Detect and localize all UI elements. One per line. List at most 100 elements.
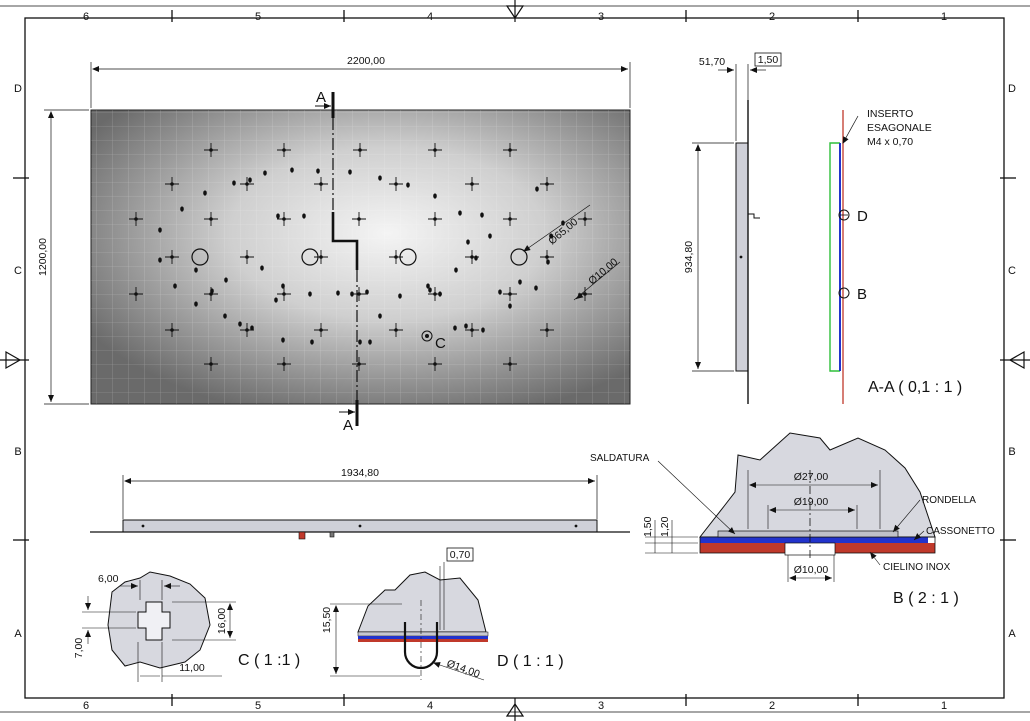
- rivet-dot: [378, 175, 382, 181]
- grid-col-label: 6: [83, 11, 89, 23]
- rivet-dot: [466, 239, 470, 245]
- rivet-dot: [535, 186, 539, 192]
- stud-center: [583, 217, 587, 221]
- rivet-dot: [368, 339, 372, 345]
- rivet-dot: [518, 279, 522, 285]
- stud-center: [433, 217, 437, 221]
- detail-d-dim-1550: 15,50: [321, 607, 333, 633]
- detail-b-dim-150: 1,50: [642, 516, 654, 537]
- grid-col-label: 1: [941, 11, 947, 23]
- rivet-dot: [194, 267, 198, 273]
- stud-center: [209, 362, 213, 366]
- grid-row-labels-right: D C B A: [1008, 83, 1016, 640]
- grid-row-label: C: [1008, 265, 1016, 277]
- grid-row-label: B: [14, 446, 21, 458]
- rivet-dot: [194, 301, 198, 307]
- grid-column-labels-bottom: 6 5 4 3 2 1: [83, 700, 947, 712]
- rivet-dot: [398, 293, 402, 299]
- stud-center: [470, 255, 474, 259]
- rivet-dot: [276, 213, 280, 219]
- rivet-dot: [348, 169, 352, 175]
- grid-col-label: 5: [255, 700, 261, 712]
- rivet-dot: [210, 288, 214, 294]
- grid-row-label: D: [1008, 83, 1016, 95]
- profile-thickness-dim: 51,70: [699, 56, 725, 68]
- rivet-dots: [158, 167, 565, 345]
- front-view: 2200,00 1200,00 A A: [37, 55, 631, 434]
- stud-center: [209, 217, 213, 221]
- detail-b-dim-27: Ø27,00: [794, 471, 829, 483]
- detail-c-title: C ( 1 :1 ): [238, 652, 300, 669]
- side-profile-view: 51,70 1,50 934,80: [683, 52, 782, 404]
- rivet-dot: [281, 283, 285, 289]
- stud-center: [358, 148, 362, 152]
- section-label-top: A: [316, 89, 326, 106]
- section-line-a: A A: [315, 89, 359, 434]
- rivet-dot: [453, 325, 457, 331]
- stud-markers: [129, 143, 592, 371]
- rivet-dot: [428, 287, 432, 293]
- stud-center: [245, 255, 249, 259]
- stud-center: [508, 217, 512, 221]
- grid-col-label: 6: [83, 700, 89, 712]
- rivet-dot: [426, 283, 430, 289]
- rivet-dot: [438, 291, 442, 297]
- rivet-dot: [474, 255, 478, 261]
- rivet-dot: [274, 297, 278, 303]
- large-hole: [510, 248, 528, 266]
- detail-c-dim-11: 11,00: [179, 662, 205, 674]
- rivet-dot: [549, 233, 553, 239]
- stud-center: [433, 362, 437, 366]
- rivet-dot: [454, 267, 458, 273]
- rivet-dot: [358, 339, 362, 345]
- stud-center: [508, 292, 512, 296]
- rivet-dot: [238, 321, 242, 327]
- grid-col-label: 4: [427, 700, 433, 712]
- grid-col-label: 1: [941, 700, 947, 712]
- large-hole: [399, 248, 417, 266]
- stud-center: [134, 292, 138, 296]
- detail-b-saldatura: SALDATURA: [590, 453, 650, 464]
- rivet-dot: [406, 182, 410, 188]
- grid-col-label: 3: [598, 700, 604, 712]
- detail-c-dim-16: 16,00: [216, 608, 228, 634]
- rivet-dot: [316, 168, 320, 174]
- stud-center: [282, 362, 286, 366]
- stud-center: [134, 217, 138, 221]
- stud-center: [394, 255, 398, 259]
- rivet-dot: [464, 323, 468, 329]
- stud-center: [282, 148, 286, 152]
- rivet-dot: [458, 210, 462, 216]
- rivet-dot: [378, 313, 382, 319]
- detail-c-view: 6,00 16,00 7,00 11,00 C ( 1 :1 ): [73, 571, 300, 682]
- stud-center: [319, 182, 323, 186]
- detail-d-view: 0,70 15,50 Ø14,00 D ( 1 : 1 ): [321, 547, 564, 681]
- detail-b-title: B ( 2 : 1 ): [893, 590, 959, 607]
- rivet-dot: [365, 289, 369, 295]
- rivet-dot: [534, 285, 538, 291]
- rivet-dot: [480, 212, 484, 218]
- bottom-view: 1934,80: [90, 467, 630, 540]
- rivet-dot: [546, 259, 550, 265]
- rivet-dot: [336, 290, 340, 296]
- detail-d-dim-14: Ø14,00: [445, 658, 482, 681]
- stud-center: [470, 328, 474, 332]
- insert-note-line3: M4 x 0,70: [867, 136, 913, 148]
- detail-b-dim-19: Ø19,00: [794, 496, 829, 508]
- detail-b-dim-120: 1,20: [659, 516, 671, 537]
- grid-col-label: 2: [769, 11, 775, 23]
- detail-d-dim-070: 0,70: [450, 549, 471, 561]
- stud-center: [357, 292, 361, 296]
- rivet-dot: [281, 337, 285, 343]
- detail-c-dim-7: 7,00: [73, 638, 85, 659]
- stud-center: [508, 148, 512, 152]
- width-dimension: 2200,00: [90, 55, 631, 108]
- grid-row-label: C: [14, 265, 22, 277]
- section-a-a-title: A-A ( 0,1 : 1 ): [868, 379, 962, 396]
- stud-center: [209, 148, 213, 152]
- stud-center: [433, 148, 437, 152]
- grid-row-label: A: [14, 628, 22, 640]
- stud-center: [545, 328, 549, 332]
- stud-center: [357, 362, 361, 366]
- large-hole: [301, 248, 319, 266]
